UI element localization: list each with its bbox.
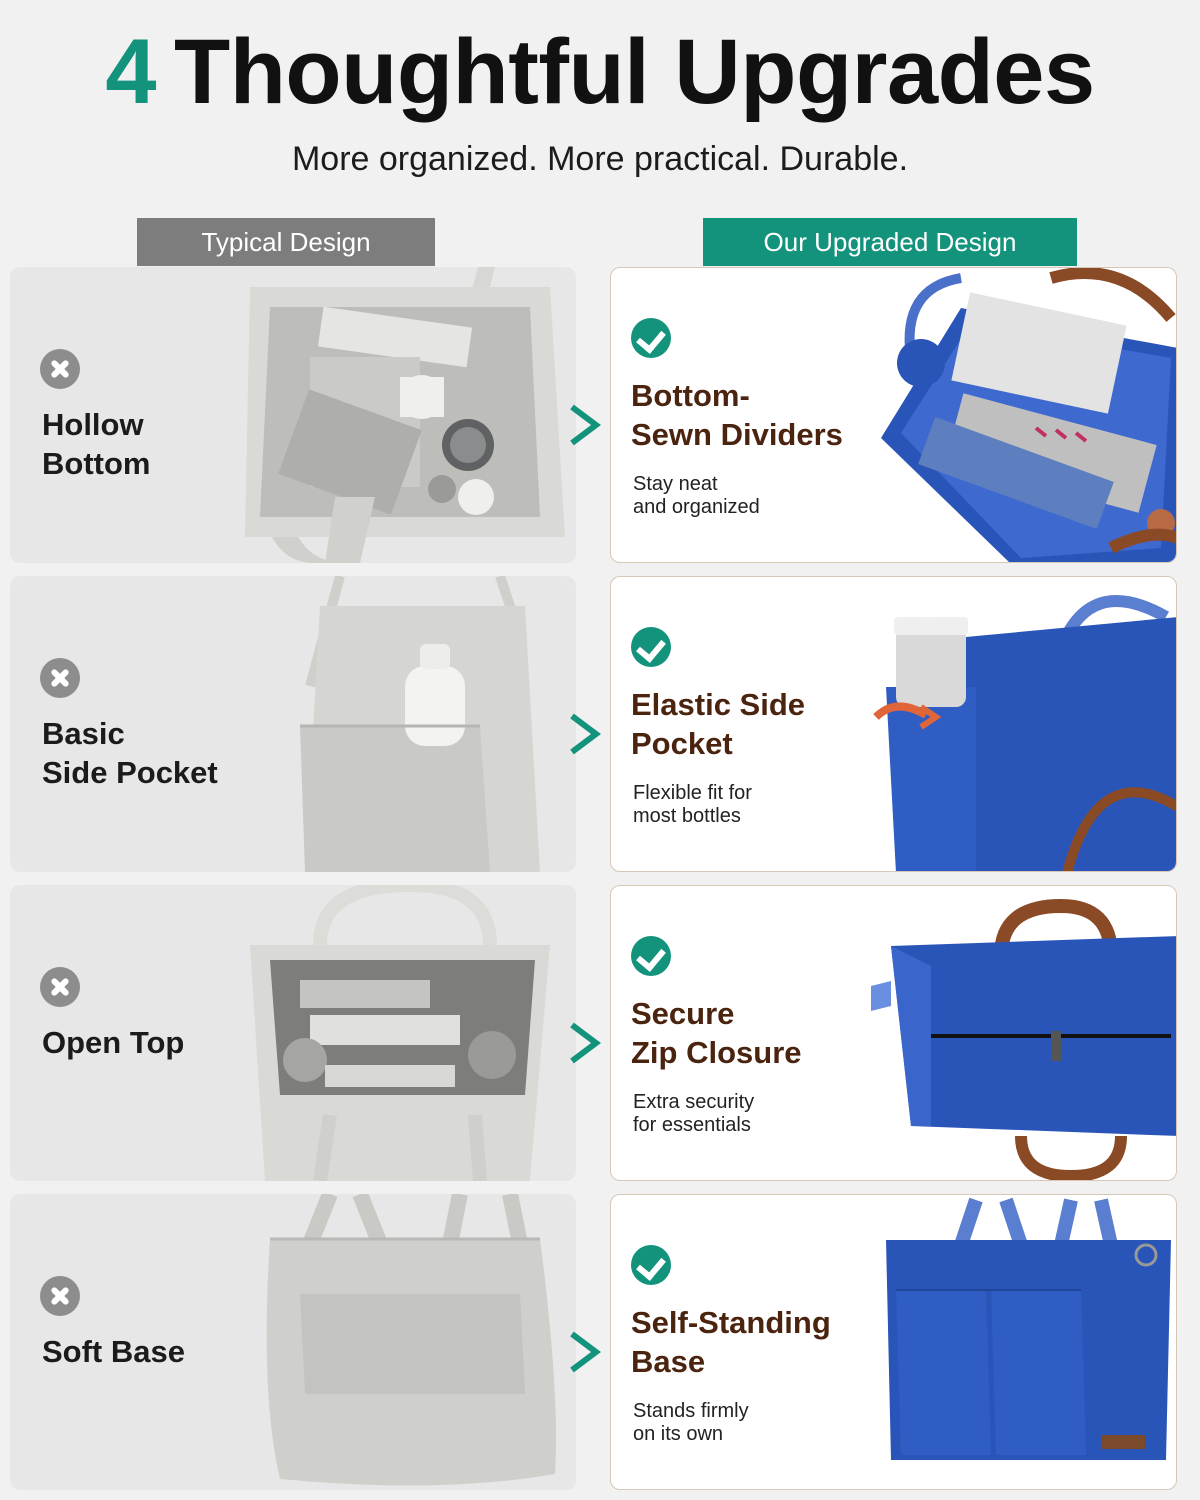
title-text: Thoughtful Upgrades bbox=[174, 21, 1095, 123]
upgraded-card: Self-Standing Base Stands firmly on its … bbox=[610, 1194, 1177, 1490]
upgraded-design-header: Our Upgraded Design bbox=[703, 218, 1077, 266]
comparison-row-4: Soft Base Self-Standing Base Stands firm… bbox=[0, 1194, 1200, 1490]
feature-title: Bottom- Sewn Dividers bbox=[631, 378, 843, 452]
comparison-row-3: Open Top Secure Zip Closure Extra securi… bbox=[0, 885, 1200, 1181]
comparison-row-1: Hollow Bottom Bottom- Sewn Dividers bbox=[0, 267, 1200, 563]
check-icon bbox=[631, 318, 671, 358]
typical-label: Soft Base bbox=[42, 1334, 185, 1369]
upgraded-card: Elastic Side Pocket Flexible fit for mos… bbox=[610, 576, 1177, 872]
page-subtitle: More organized. More practical. Durable. bbox=[291, 140, 909, 178]
typical-label: Open Top bbox=[42, 1025, 185, 1060]
x-icon bbox=[40, 967, 80, 1007]
upgraded-card: Bottom- Sewn Dividers Stay neat and orga… bbox=[610, 267, 1177, 563]
title-number: 4 bbox=[105, 21, 157, 123]
typical-label: Basic Side Pocket bbox=[42, 716, 218, 790]
upgraded-card: Secure Zip Closure Extra security for es… bbox=[610, 885, 1177, 1181]
x-icon bbox=[40, 349, 80, 389]
blue-tote-standing-image bbox=[886, 1197, 1171, 1460]
blue-tote-elastic-pocket-image bbox=[873, 581, 1176, 871]
feature-title: Self-Standing Base bbox=[631, 1305, 831, 1379]
chevron-right-icon bbox=[570, 1331, 601, 1373]
gray-tote-soft-base-image bbox=[266, 1194, 556, 1486]
chevron-right-icon bbox=[570, 404, 601, 446]
feature-title: Elastic Side Pocket bbox=[631, 687, 806, 761]
check-icon bbox=[631, 1245, 671, 1285]
feature-description: Flexible fit for most bottles bbox=[633, 782, 752, 827]
typical-card: Soft Base bbox=[10, 1194, 576, 1490]
x-icon bbox=[40, 1276, 80, 1316]
feature-title: Secure Zip Closure bbox=[631, 996, 802, 1070]
comparison-row-2: Basic Side Pocket Elastic Side Pocket Fl… bbox=[0, 576, 1200, 872]
feature-description: Stands firmly on its own bbox=[633, 1400, 749, 1445]
typical-card: Hollow Bottom bbox=[10, 267, 576, 563]
typical-card: Open Top bbox=[10, 885, 576, 1181]
feature-description: Extra security for essentials bbox=[633, 1091, 755, 1136]
blue-tote-zip-closure-image bbox=[871, 898, 1176, 1180]
typical-design-header: Typical Design bbox=[137, 218, 435, 266]
check-icon bbox=[631, 627, 671, 667]
chevron-right-icon bbox=[570, 1022, 601, 1064]
gray-tote-side-pocket-image bbox=[300, 576, 540, 872]
typical-label: Hollow Bottom bbox=[42, 407, 151, 481]
gray-tote-open-top-image bbox=[250, 885, 550, 1181]
gray-tote-interior-image bbox=[245, 267, 565, 563]
blue-tote-dividers-image bbox=[881, 268, 1176, 562]
feature-description: Stay neat and organized bbox=[633, 473, 760, 518]
check-icon bbox=[631, 936, 671, 976]
x-icon bbox=[40, 658, 80, 698]
typical-card: Basic Side Pocket bbox=[10, 576, 576, 872]
chevron-right-icon bbox=[570, 713, 601, 755]
